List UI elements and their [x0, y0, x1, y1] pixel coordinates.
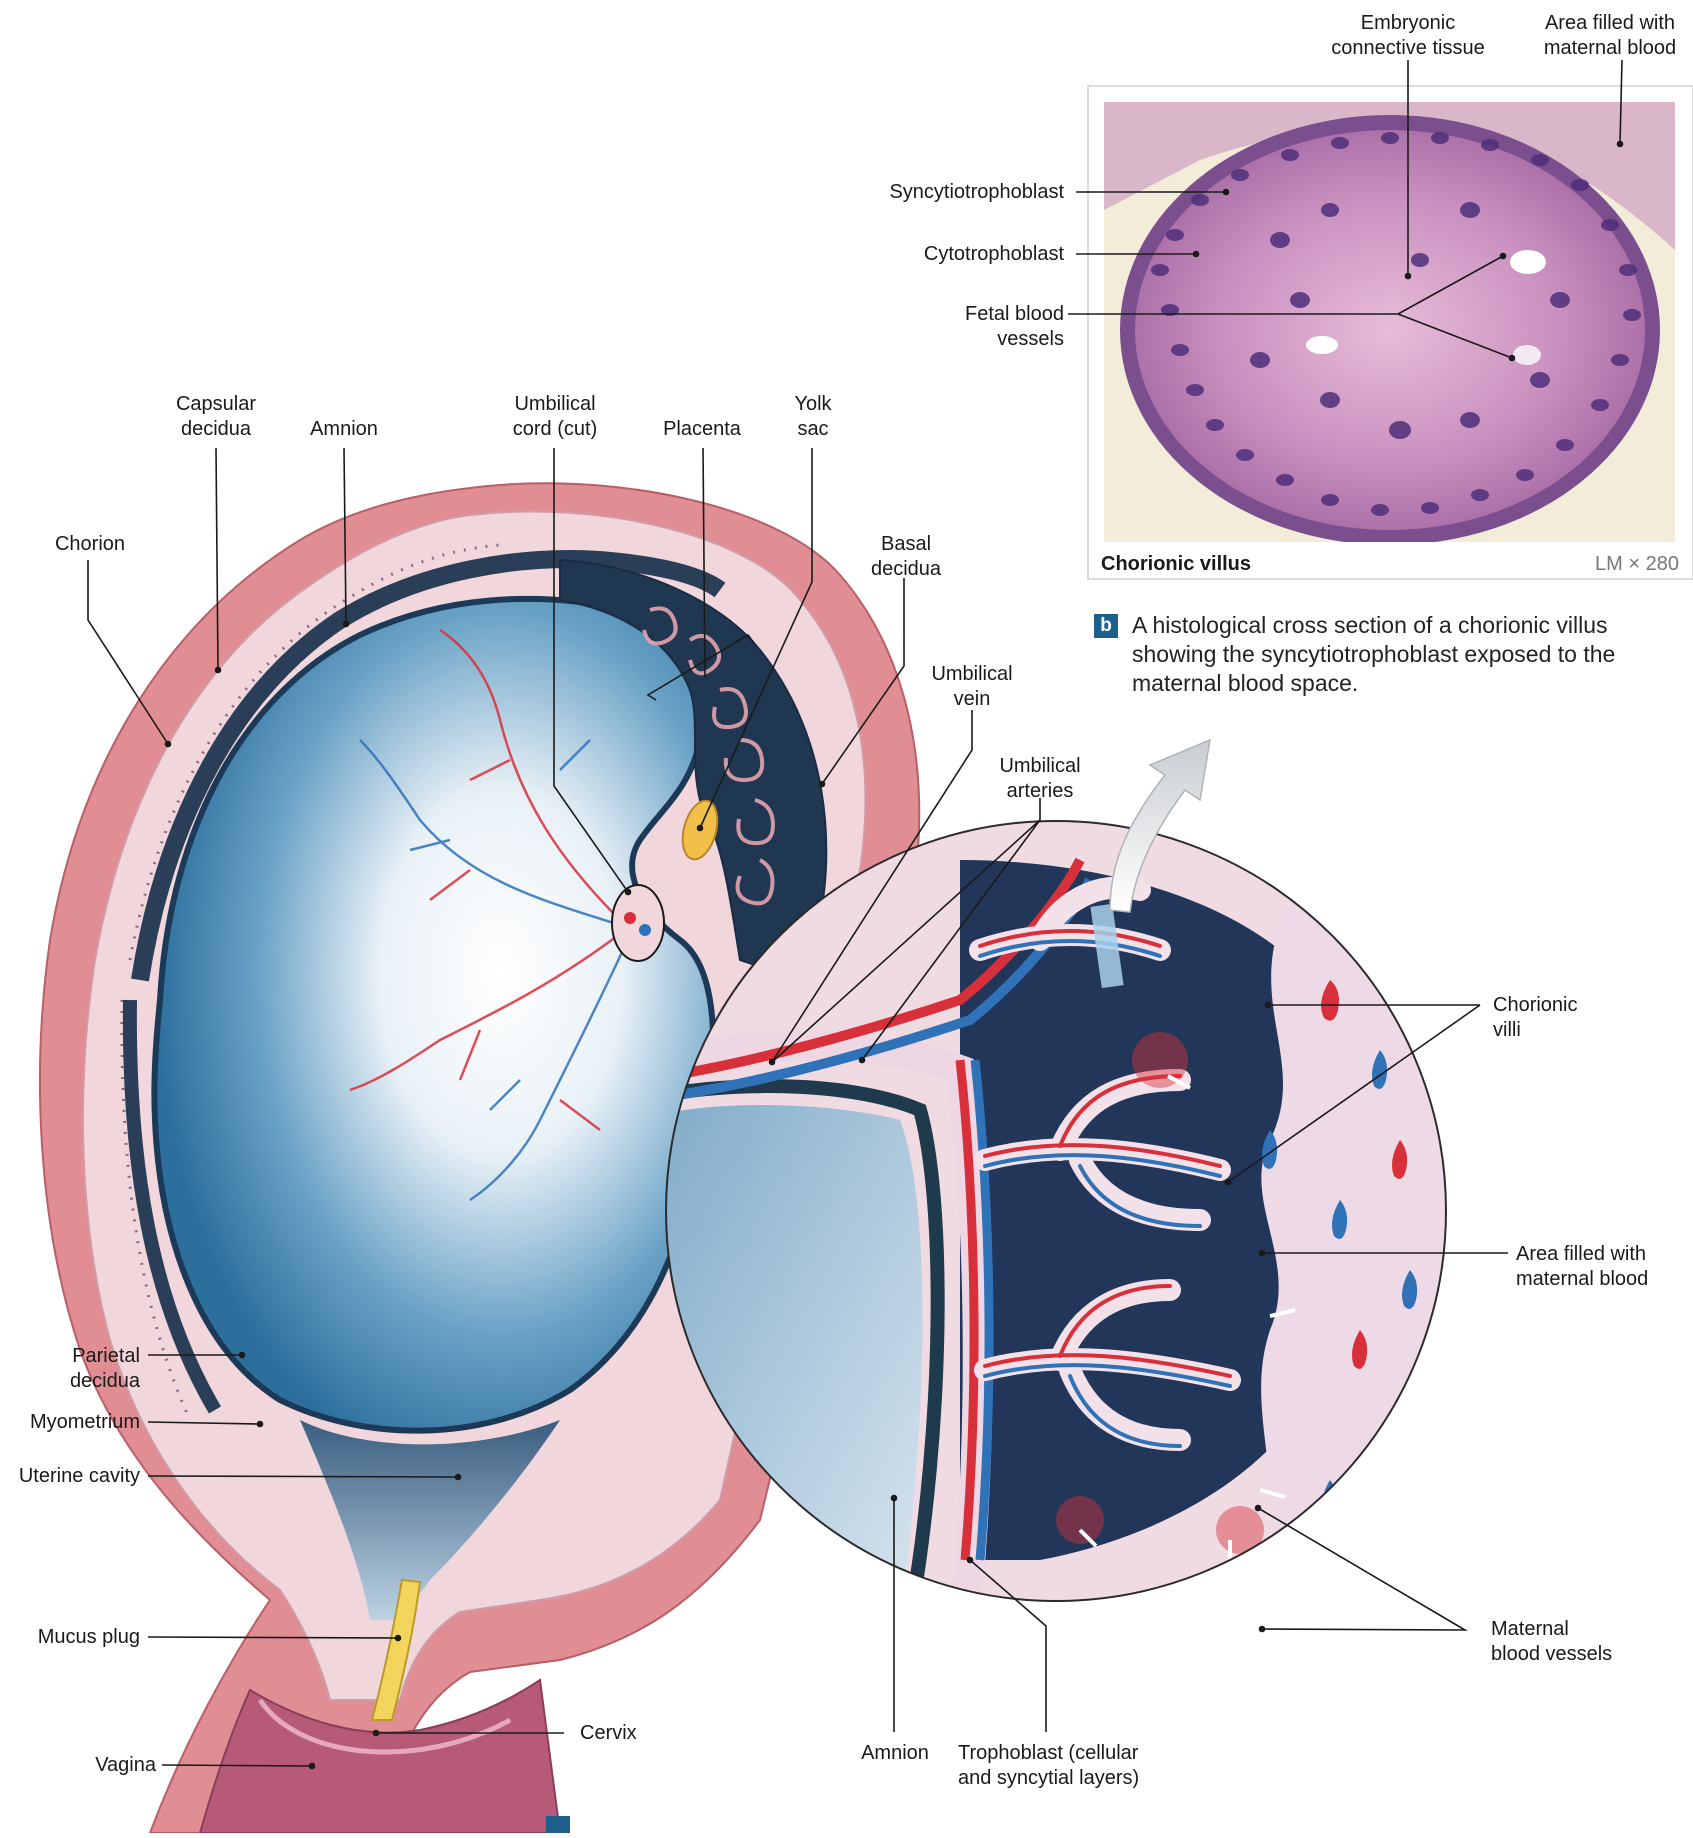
caption-a-badge — [546, 1816, 570, 1833]
label-chorion: Chorion — [50, 532, 130, 557]
umbilical-cord-cut — [612, 885, 664, 961]
histology-magnification: LM × 280 — [1595, 553, 1679, 576]
label-placenta: Placenta — [652, 417, 752, 442]
label-vagina: Vagina — [60, 1753, 156, 1778]
histology-panel — [1088, 86, 1693, 579]
label-uterine-cavity: Uterine cavity — [0, 1464, 140, 1489]
label-cytotrophoblast: Cytotrophoblast — [860, 242, 1064, 267]
caption-b-text: A histological cross section of a chorio… — [1132, 611, 1672, 698]
label-cervix: Cervix — [580, 1721, 637, 1746]
label-amnion: Amnion — [299, 417, 389, 442]
label-myometrium: Myometrium — [10, 1410, 140, 1435]
label-syncytiotrophoblast: Syncytiotrophoblast — [850, 180, 1064, 205]
caption-b-badge: b — [1094, 614, 1118, 638]
label-amnion-zoom: Amnion — [850, 1741, 940, 1766]
caption-a-partial — [546, 1816, 1666, 1833]
caption-b: b A histological cross section of a chor… — [1094, 611, 1669, 640]
histology-caption-name: Chorionic villus — [1101, 553, 1251, 576]
label-mucus-plug: Mucus plug — [10, 1625, 140, 1650]
